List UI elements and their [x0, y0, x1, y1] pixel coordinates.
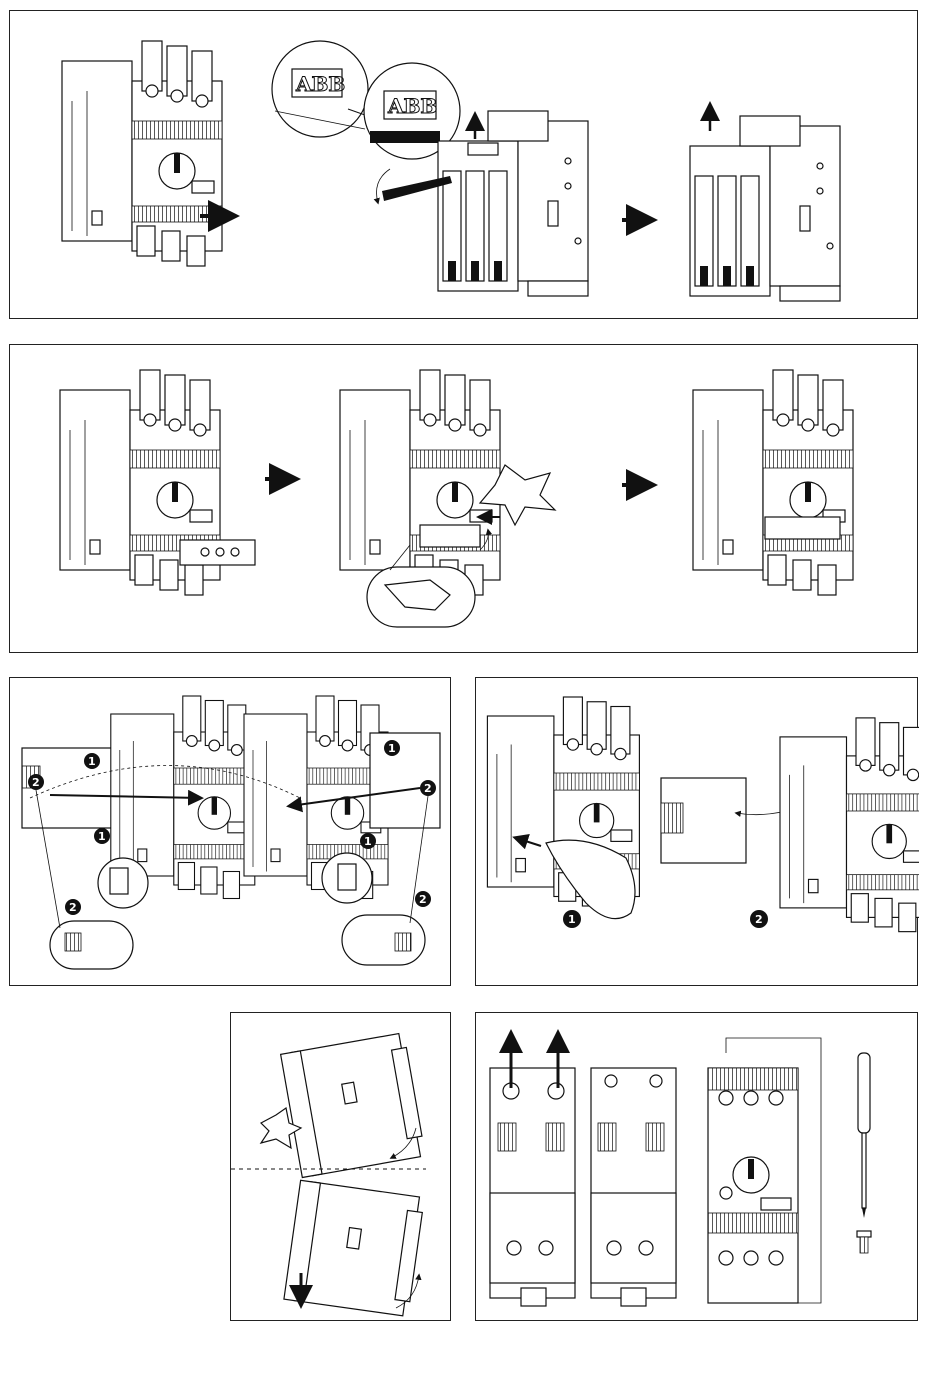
detail-bubble-2: [50, 921, 133, 969]
svg-text:2: 2: [69, 901, 77, 914]
panel-3-drawing: 1 2 1 2 1 2 1 2: [10, 678, 452, 987]
abb-logo-text: ABB: [295, 72, 345, 96]
svg-text:2: 2: [419, 893, 427, 906]
svg-text:1: 1: [98, 830, 106, 843]
panel-5-drawing: [231, 1013, 452, 1322]
svg-text:2: 2: [424, 782, 432, 795]
starter-device-illustration: [62, 41, 222, 266]
device-side-view-top: [281, 1033, 426, 1178]
panel-wiring-front-view: [475, 1012, 918, 1321]
svg-text:1: 1: [88, 755, 96, 768]
panel-2-drawing: [10, 345, 919, 654]
screw-icon: [857, 1231, 871, 1253]
svg-text:2: 2: [755, 913, 763, 926]
starter-device-illustration-5: [693, 370, 853, 595]
svg-text:2: 2: [32, 776, 40, 789]
svg-text:1: 1: [364, 835, 372, 848]
svg-text:1: 1: [388, 742, 396, 755]
starter-device-illustration-9: [780, 718, 919, 932]
panel-din-rail-mounting: [230, 1012, 451, 1321]
contactor-illustration: [438, 111, 588, 296]
device-side-view-bottom: [284, 1180, 424, 1316]
contactor-front-view-1: [490, 1068, 575, 1306]
panel-mount-side-accessory: 1 2 1 2 1 2 1 2: [9, 677, 451, 986]
panel-fit-auxiliary-contact: [9, 344, 918, 653]
svg-text:1: 1: [568, 913, 576, 926]
abb-logo-text-2: ABB: [387, 94, 437, 118]
panel-remove-contactor-cover: ABB ABB: [9, 10, 918, 319]
starter-front-view: [708, 1038, 821, 1303]
detail-bubble-4: [342, 915, 425, 965]
panel-remove-side-accessory: 1 2: [475, 677, 918, 986]
panel-4-drawing: 1 2: [476, 678, 919, 987]
panel-6-drawing: [476, 1013, 919, 1322]
screwdriver-icon-2: [858, 1053, 870, 1218]
contactor-illustration-2: [690, 116, 840, 301]
starter-device-illustration-4: [340, 370, 500, 595]
contactor-front-view-2: [591, 1068, 676, 1306]
panel-1-drawing: ABB ABB: [10, 11, 919, 320]
